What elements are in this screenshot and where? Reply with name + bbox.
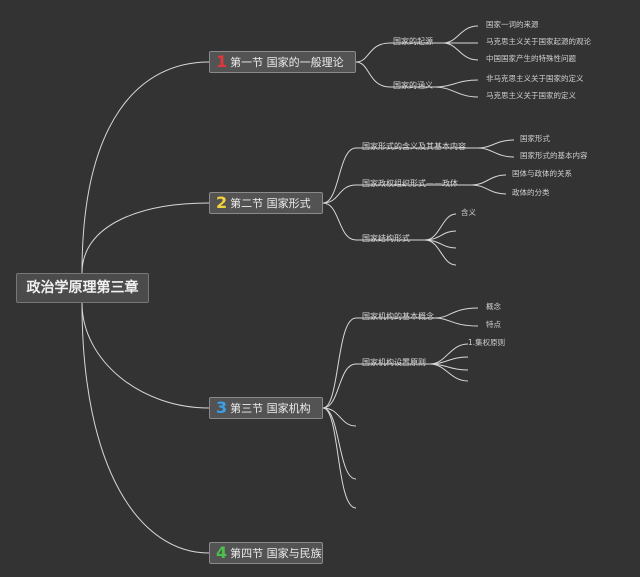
connector-root-s4 (81, 302, 210, 554)
section-2-number: 2 (216, 193, 228, 212)
s3-concept-item-1[interactable]: 概念 (486, 302, 501, 311)
section-1-label: 第一节 国家的一般理论 (230, 56, 344, 69)
s2-polity-item-1[interactable]: 国体与政体的关系 (512, 169, 572, 178)
section-4-number: 4 (216, 543, 228, 562)
s1-origin-item-1[interactable]: 国家一词的来源 (486, 20, 539, 29)
s2-topic-form-content[interactable]: 国家形式的含义及其基本内容 (362, 142, 466, 151)
s1-origin-item-2[interactable]: 马克思主义关于国家起源的观论 (486, 37, 591, 46)
s3-topic-concept[interactable]: 国家机构的基本概念 (362, 312, 434, 321)
s2-form-item-2[interactable]: 国家形式的基本内容 (520, 151, 588, 160)
connector-root-s2 (81, 202, 210, 274)
s2-topic-structure[interactable]: 国家结构形式 (362, 234, 410, 243)
s1-topic-meaning[interactable]: 国家的涵义 (393, 81, 433, 90)
s3-topic-principles[interactable]: 国家机构设置原则 (362, 358, 426, 367)
section-3-label: 第三节 国家机构 (230, 402, 311, 415)
s1-origin-item-3[interactable]: 中国国家产生的特殊性问题 (486, 54, 576, 63)
s3-principles-item-1[interactable]: 1.集权原则 (468, 338, 506, 347)
s1-meaning-item-1[interactable]: 非马克思主义关于国家的定义 (486, 74, 584, 83)
s2-structure-item-1[interactable]: 含义 (461, 208, 476, 217)
section-3-number: 3 (216, 398, 228, 417)
section-1-number: 1 (216, 52, 228, 71)
connector-root-s1 (81, 61, 210, 274)
s2-polity-item-2[interactable]: 政体的分类 (512, 188, 550, 197)
s1-topic-origin[interactable]: 国家的起源 (393, 37, 433, 46)
root-topic[interactable]: 政治学原理第三章 (16, 273, 149, 303)
s2-topic-polity[interactable]: 国家政权组织形式——政体 (362, 179, 458, 188)
s2-form-item-1[interactable]: 国家形式 (520, 134, 550, 143)
s1-meaning-item-2[interactable]: 马克思主义关于国家的定义 (486, 91, 576, 100)
connector-root-s3 (81, 302, 210, 409)
s3-concept-item-2[interactable]: 特点 (486, 320, 501, 329)
section-2-label: 第二节 国家形式 (230, 197, 311, 210)
section-4-label: 第四节 国家与民族 (230, 547, 322, 560)
